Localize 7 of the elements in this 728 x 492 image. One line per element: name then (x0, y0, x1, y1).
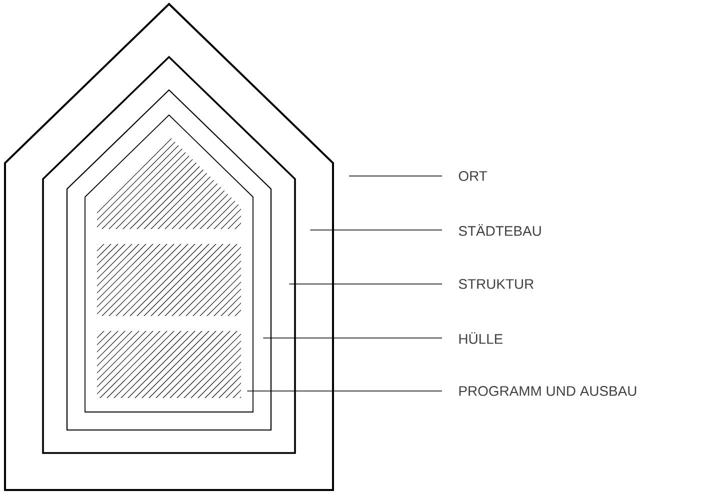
layer-label: PROGRAMM UND AUSBAU (459, 386, 636, 396)
layer-label: ORT (458, 171, 488, 181)
leader-line (246, 390, 442, 392)
house-outline (66, 89, 272, 431)
layer-label: STRUKTUR (458, 279, 534, 289)
layer-label: STÄDTEBAU (458, 224, 541, 236)
layer-label: HÜLLE (459, 332, 503, 344)
